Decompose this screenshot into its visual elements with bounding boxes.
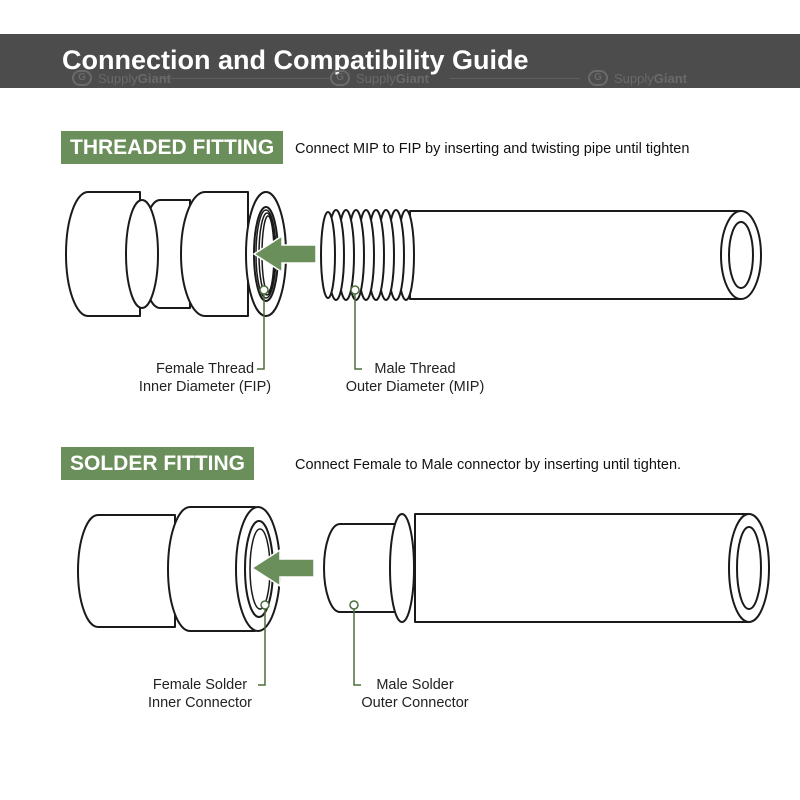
male-solder-pipe <box>323 513 770 623</box>
female-solder-fitting <box>77 506 281 632</box>
supplygiant-logo-icon: G <box>588 70 608 86</box>
supplygiant-watermark: G SupplyGiant <box>588 69 687 87</box>
page-title: Connection and Compatibility Guide <box>62 45 529 75</box>
supplygiant-logo-icon: G <box>330 70 350 86</box>
solder-fitting-description: Connect Female to Male connector by inse… <box>295 457 682 473</box>
supplygiant-logo-icon: G <box>72 70 92 86</box>
solder-fitting-badge: SOLDER FITTING <box>61 447 254 480</box>
supplygiant-watermark: G SupplyGiant <box>330 69 429 87</box>
supplygiant-watermark: G SupplyGiant <box>72 69 171 87</box>
female-threaded-fitting <box>65 191 287 317</box>
male-thread-label: Male Thread Outer Diameter (MIP) <box>345 361 485 395</box>
threaded-fitting-badge: THREADED FITTING <box>61 131 284 164</box>
female-thread-label: Female Thread Inner Diameter (FIP) <box>138 361 272 395</box>
male-threads <box>320 209 415 301</box>
male-solder-label: Male Solder Outer Connector <box>361 677 469 711</box>
male-threaded-pipe <box>320 209 762 301</box>
female-solder-label: Female Solder Inner Connector <box>148 677 252 711</box>
left-arrow-icon <box>252 234 317 274</box>
watermark-line <box>450 78 580 79</box>
watermark-line <box>160 78 330 79</box>
left-arrow-icon <box>250 548 315 588</box>
page-header: Connection and Compatibility Guide G Sup… <box>0 34 800 88</box>
threaded-fitting-description: Connect MIP to FIP by inserting and twis… <box>295 141 690 157</box>
